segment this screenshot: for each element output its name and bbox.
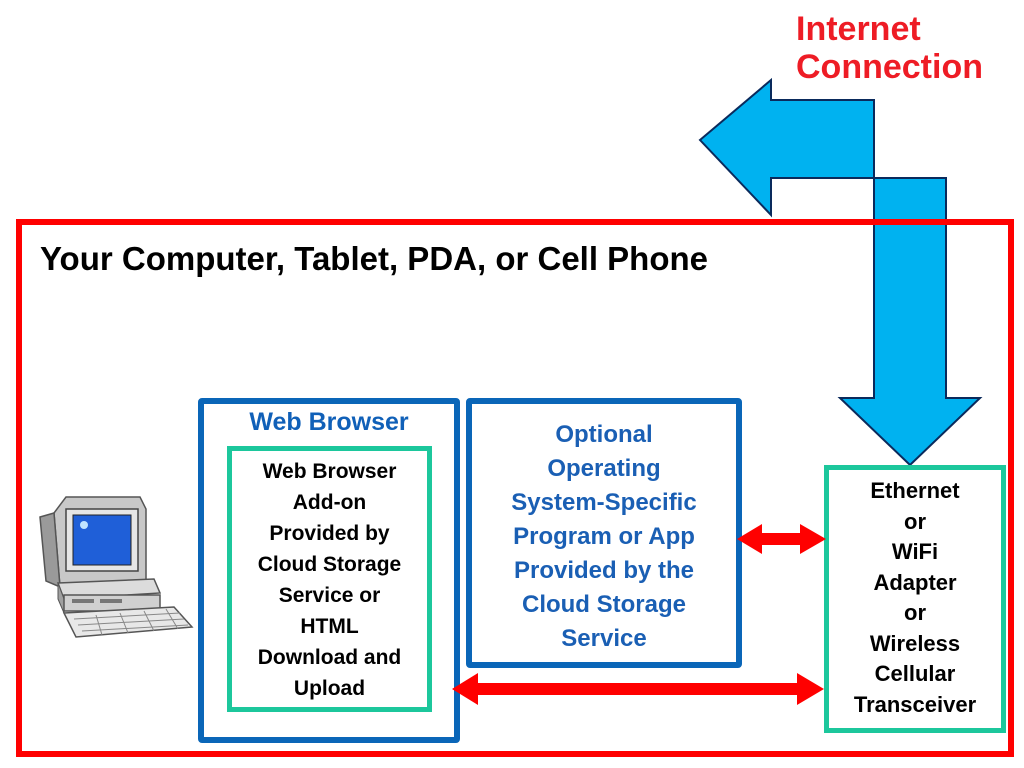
optional-app-text: Optional Operating System-Specific Progr… [511, 421, 697, 652]
web-browser-label: Web Browser [249, 408, 409, 436]
optional-app-box [466, 398, 742, 668]
device-boundary-box [16, 219, 1014, 757]
browser-addon-box [227, 446, 432, 712]
network-adapter-box [824, 465, 1006, 733]
network-adapter-text: Ethernet or WiFi Adapter or Wireless Cel… [853, 478, 977, 717]
desktop-computer-icon [39, 496, 194, 638]
internet-connection-label: Internet Connection [796, 10, 983, 86]
double-arrow-app-adapter [737, 524, 826, 554]
browser-addon-text: Web Browser Add-on Provided by Cloud Sto… [257, 460, 402, 700]
double-arrow-browser-adapter [452, 673, 824, 705]
device-title: Your Computer, Tablet, PDA, or Cell Phon… [40, 240, 709, 277]
web-browser-box [198, 398, 460, 743]
